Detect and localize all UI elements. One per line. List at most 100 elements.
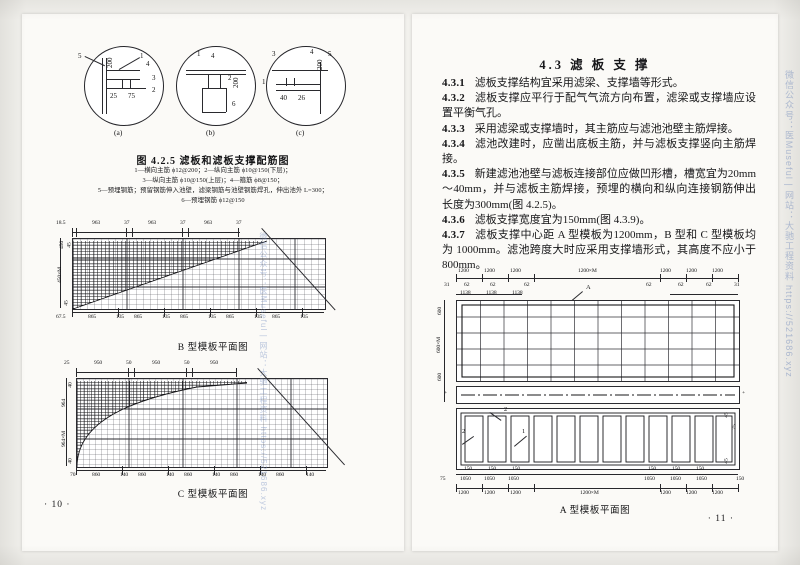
- figure-c-dim-bot-2: 140: [120, 472, 129, 478]
- figure-b-dim-bot-6: 135: [208, 314, 217, 320]
- figure-b-dim-bot-0: 67.5: [56, 314, 66, 320]
- watermark-right: 微信公众号：医Museful | 网站：大驰工程资料 https://52168…: [784, 70, 794, 378]
- figure-b-top-tick: [238, 228, 239, 237]
- detail-a-notch-l: [122, 79, 123, 88]
- detail-a-callout-4: 4: [146, 60, 150, 68]
- detail-c-top: [272, 70, 328, 71]
- detail-c-slab: [276, 84, 320, 85]
- figure-a-top-tick: [508, 274, 509, 282]
- figure-a-bottom-dimline-2: [456, 488, 738, 489]
- figure-a-bot-tick: [686, 484, 687, 492]
- figure-a-dim-small-l1: 62: [464, 282, 470, 288]
- figure-c-top-tick: [76, 368, 77, 377]
- figure-a-bot-tick: [456, 484, 457, 492]
- figure-a-dim-bs-0: 150: [464, 466, 473, 472]
- clause-432-text: 滤板支撑应平行于配气气流方向布置，滤梁或支撑墙应设置平衡气孔。: [442, 92, 756, 120]
- figure-a-plan: 1200 1200 1200 1200×M 1200 1200 1200 31 …: [430, 266, 766, 496]
- figure-a-callout-label-2b: 2: [462, 428, 466, 435]
- figure-a-dim-right-1: 75: [731, 424, 738, 430]
- figure-a-center-band: [456, 386, 740, 404]
- figure-a-dim-bs-1: 150: [488, 466, 497, 472]
- figure-b-bottom-dimline: [72, 312, 324, 313]
- figure-c-top-tick: [134, 368, 135, 377]
- figure-c-dim-left-3: 40: [67, 458, 74, 464]
- figure-b-left-dimline: [60, 238, 61, 308]
- figure-a-top-tick: [686, 274, 687, 282]
- figure-a-bot-tick: [508, 484, 509, 492]
- figure-a-bot-tick: [534, 484, 535, 492]
- figure-a-callout-label-1: 1: [522, 428, 526, 435]
- figure-a-top-tick: [534, 274, 535, 282]
- figure-a-slat-frame: [456, 408, 740, 470]
- figure-a-dim-bs-r2: 150: [696, 466, 705, 472]
- clause-431-number: 4.3.1: [442, 77, 465, 89]
- figure-b-mesh-frame: [72, 238, 326, 310]
- figure-b-dim-top-6: 37: [236, 220, 242, 226]
- figure-c-dim-top-2: 50: [126, 360, 132, 366]
- figure-a-dim-top-center: 1200×M: [578, 268, 597, 274]
- figure-b-dim-bot-8: 135: [254, 314, 263, 320]
- figure-a-dim-left-2: 600: [437, 372, 444, 382]
- figure-a-center-mark-left: +: [444, 390, 448, 396]
- figure-a-dim-small-l0: 31: [444, 282, 450, 288]
- figure-c-bottom-tick: [214, 466, 215, 475]
- detail-c-callout-3: 3: [272, 50, 276, 58]
- figure-c-bottom-tick: [76, 466, 77, 475]
- figure-b-dim-left-2: 450×M: [57, 266, 64, 284]
- figure-4-2-5-legend-4: 6—预埋钢筋 ϕ12@150: [181, 197, 245, 204]
- figure-4-2-5-caption: 图 4.2.5 滤板和滤板支撑配筋图: [136, 156, 290, 167]
- figure-a-dim-top-l0: 1200: [458, 268, 469, 274]
- figure-a-left-dimline: [444, 300, 445, 402]
- clause-432-number: 4.3.2: [442, 92, 465, 105]
- figure-c-dim-bot-6: 140: [212, 472, 221, 478]
- figure-b-top-tick: [76, 228, 77, 237]
- detail-a-wall2: [106, 58, 107, 114]
- detail-a-dim-200: 200: [106, 57, 114, 69]
- figure-b-dim-bot-2: 135: [116, 314, 125, 320]
- figure-a-top-tick: [712, 274, 713, 282]
- figure-4-2-5: 200 25 75 5 1 4 3 2 (a) 200 1 4 2 6: [78, 38, 348, 143]
- figure-a-caption: A 型模板平面图: [559, 506, 631, 516]
- figure-c-plan: 25 950 50 950 50 950: [40, 354, 390, 479]
- detail-c-notch-r: [294, 78, 295, 86]
- figure-a-dim-bot-1: 1200: [484, 490, 495, 496]
- detail-c-subcaption: (c): [296, 128, 305, 137]
- figure-b-top-tick: [182, 228, 183, 237]
- detail-a-slab-mid: [106, 79, 140, 80]
- figure-b-bottom-tick: [256, 308, 257, 317]
- figure-a-dim-bs-r4: 1050: [670, 476, 681, 482]
- right-page: 4.3 滤 板 支 撑 4.3.1 滤板支撑结构宜采用滤梁、支撑墙等形式。 4.…: [412, 14, 778, 551]
- figure-c-bottom-dimline: [76, 470, 326, 471]
- figure-a-dim-small-r2: 62: [706, 282, 712, 288]
- figure-a-dim-top-r1: 1200: [686, 268, 697, 274]
- figure-c-dim-left-0: 40: [67, 382, 74, 388]
- figure-b-dim-left-0: 450: [59, 240, 66, 250]
- detail-a-subcaption: (a): [114, 128, 123, 137]
- figure-a-dim-small-r0: 62: [646, 282, 652, 288]
- figure-b-top-tick: [72, 228, 73, 237]
- figure-a-slats: [460, 412, 736, 466]
- figure-c-dim-top-1: 950: [94, 360, 103, 366]
- figure-a-bottom-dimline-1: [456, 474, 738, 475]
- figure-a-grid: [457, 301, 739, 381]
- figure-c-dim-bot-0: 70: [70, 472, 76, 478]
- figure-b-dim-bot-7: 865: [226, 314, 235, 320]
- figure-a-dim-bs-r0: 150: [648, 466, 657, 472]
- figure-a-top-tick: [660, 274, 661, 282]
- detail-c-slab2: [276, 90, 320, 91]
- figure-b-dim-top-3: 963: [148, 220, 157, 226]
- figure-b-bottom-tick: [302, 308, 303, 317]
- figure-b-mesh: [73, 239, 325, 309]
- figure-a-dim-edge-75: 75: [440, 476, 446, 482]
- figure-c-dim-top-3: 950: [152, 360, 161, 366]
- figure-b-dim-bot-1: 865: [88, 314, 97, 320]
- detail-c-dim-40: 40: [280, 94, 287, 102]
- clause-431: 4.3.1 滤板支撑结构宜采用滤梁、支撑墙等形式。: [442, 76, 756, 91]
- figure-a-top-tick: [482, 274, 483, 282]
- figure-b-top-tick: [132, 228, 133, 237]
- figure-a-bot-tick: [738, 484, 739, 492]
- detail-a-callout-1: 1: [140, 52, 144, 60]
- clause-437: 4.3.7 滤板支撑中心距 A 型模板为1200mm，B 型和 C 型模板均为 …: [442, 228, 756, 274]
- left-page: 200 25 75 5 1 4 3 2 (a) 200 1 4 2 6: [22, 14, 404, 551]
